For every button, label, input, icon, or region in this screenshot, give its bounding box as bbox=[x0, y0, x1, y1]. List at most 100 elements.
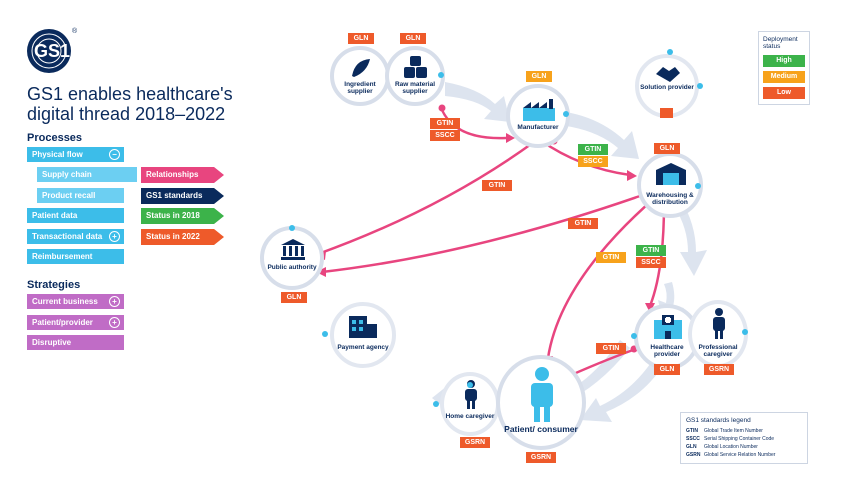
legend-desc: Global Trade Item Number bbox=[704, 428, 763, 434]
person-icon bbox=[465, 380, 477, 409]
solution-provider-node[interactable]: Solution provider bbox=[635, 54, 699, 118]
patient-provider-button[interactable]: Patient/provider + bbox=[27, 315, 124, 330]
legend-title: GS1 standards legend bbox=[686, 417, 751, 424]
solution-provider-label: Solution provider bbox=[640, 84, 694, 91]
key-status-2022: Status in 2022 bbox=[141, 229, 224, 245]
warehouse-gln-tag: GLN bbox=[654, 143, 680, 154]
patient-data-label: Patient data bbox=[32, 211, 78, 220]
home-caregiver-node[interactable]: Home caregiver bbox=[440, 372, 500, 436]
deployment-status-box: Deployment status High Medium Low bbox=[758, 31, 810, 105]
raw-material-supplier-node[interactable]: Raw material supplier bbox=[385, 46, 445, 106]
handshake-icon bbox=[656, 67, 680, 82]
payment-agency-label: Payment agency bbox=[337, 344, 389, 351]
professional-caregiver-node[interactable]: Professional caregiver bbox=[688, 300, 748, 368]
standards-legend: GS1 standards legend GTIN Global Trade It… bbox=[680, 412, 808, 464]
provider-gtin-tag: GTIN bbox=[636, 245, 666, 256]
status-medium: Medium bbox=[763, 71, 805, 83]
patient-gtin-tag: GTIN bbox=[596, 252, 626, 263]
status-high: High bbox=[763, 55, 805, 67]
patient-data-button[interactable]: Patient data bbox=[27, 208, 124, 223]
patient-provider-label: Patient/provider bbox=[32, 318, 93, 327]
plus-circle-icon[interactable]: + bbox=[109, 231, 120, 242]
manuf-gtin-tag: GTIN bbox=[578, 144, 608, 155]
supplier-sscc-tag: SSCC bbox=[430, 130, 460, 141]
home-gsrn-tag: GSRN bbox=[460, 437, 490, 448]
home-caregiver-label: Home caregiver bbox=[445, 413, 495, 420]
professional-caregiver-label: Professional caregiver bbox=[698, 344, 738, 358]
healthcare-provider-label: Healthcare provider bbox=[650, 344, 684, 358]
current-business-button[interactable]: Current business + bbox=[27, 294, 124, 309]
patient-person-icon bbox=[531, 367, 553, 422]
plus-circle-icon[interactable]: + bbox=[109, 296, 120, 307]
feather-icon bbox=[352, 59, 370, 77]
public-gtin-tag: GTIN bbox=[482, 180, 512, 191]
supply-chain-button[interactable]: Supply chain bbox=[37, 167, 137, 182]
provider-sscc-tag: SSCC bbox=[636, 257, 666, 268]
logo-text: GS1 bbox=[34, 41, 71, 61]
raw-material-supplier-label: Raw material supplier bbox=[394, 81, 436, 95]
legend-code: GLN bbox=[686, 444, 697, 450]
product-recall-label: Product recall bbox=[42, 191, 96, 200]
reimbursement-label: Reimbursement bbox=[32, 252, 93, 261]
minus-circle-icon[interactable]: − bbox=[109, 149, 120, 160]
legend-code: GTIN bbox=[686, 428, 698, 434]
status-low: Low bbox=[763, 87, 805, 99]
disruptive-button[interactable]: Disruptive bbox=[27, 335, 124, 350]
hospital-icon bbox=[654, 315, 682, 339]
rawmaterial-gln-tag: GLN bbox=[400, 33, 426, 44]
healthcare-patient-gtin-tag: GTIN bbox=[596, 343, 626, 354]
barrels-icon bbox=[404, 56, 427, 78]
plus-circle-icon[interactable]: + bbox=[109, 317, 120, 328]
factory-icon bbox=[523, 99, 555, 121]
legend-row: SSCC Serial Shipping Container Code bbox=[686, 435, 775, 443]
key-relationships: Relationships bbox=[141, 167, 224, 183]
key-gs1-standards: GS1 standards bbox=[141, 188, 224, 204]
ingredient-gln-tag: GLN bbox=[348, 33, 374, 44]
ingredient-supplier-node[interactable]: Ingredient supplier bbox=[330, 46, 390, 106]
strategies-heading: Strategies bbox=[27, 279, 81, 291]
deployment-title-line1: Deployment bbox=[763, 36, 798, 43]
patient-consumer-label: Patient/ consumer bbox=[504, 424, 578, 434]
legend-desc: Serial Shipping Container Code bbox=[704, 436, 775, 442]
patient-consumer-node[interactable]: Patient/ consumer bbox=[496, 355, 586, 450]
gs1-logo: GS1 ® bbox=[26, 28, 77, 74]
warehouse-public-gtin-tag: GTIN bbox=[568, 218, 598, 229]
legend-desc: Global Service Relation Number bbox=[704, 452, 776, 458]
legend-code: SSCC bbox=[686, 436, 700, 442]
transactional-data-button[interactable]: Transactional data + bbox=[27, 229, 124, 244]
legend-row: GTIN Global Trade Item Number bbox=[686, 427, 775, 435]
healthcare-gln-tag: GLN bbox=[654, 364, 680, 375]
key-status-2018: Status in 2018 bbox=[141, 208, 224, 224]
manufacturer-node[interactable]: Manufacturer bbox=[506, 84, 570, 148]
deployment-title-line2: status bbox=[763, 43, 781, 50]
page-title: GS1 enables healthcare's digital thread … bbox=[27, 84, 233, 124]
reimbursement-button[interactable]: Reimbursement bbox=[27, 249, 124, 264]
disruptive-label: Disruptive bbox=[32, 338, 72, 347]
office-building-icon bbox=[349, 316, 377, 338]
public-authority-label: Public authority bbox=[267, 264, 317, 271]
physical-flow-button[interactable]: Physical flow − bbox=[27, 147, 124, 162]
supply-chain-pointer bbox=[126, 167, 137, 181]
legend-code: GSRN bbox=[686, 452, 701, 458]
physical-flow-label: Physical flow bbox=[32, 150, 83, 159]
patient-gsrn-tag: GSRN bbox=[526, 452, 556, 463]
government-building-icon bbox=[281, 239, 305, 260]
transactional-data-label: Transactional data bbox=[32, 232, 103, 241]
logo-reg: ® bbox=[72, 28, 78, 35]
warehouse-icon bbox=[656, 163, 686, 185]
deployment-title: Deployment status bbox=[763, 36, 798, 50]
professional-gsrn-tag: GSRN bbox=[704, 364, 734, 375]
manuf-sscc-tag: SSCC bbox=[578, 156, 608, 167]
warehousing-node[interactable]: Warehousing & distribution bbox=[637, 152, 703, 218]
processes-heading: Processes bbox=[27, 132, 83, 144]
supply-chain-label: Supply chain bbox=[42, 170, 92, 179]
public-authority-node[interactable]: Public authority bbox=[260, 226, 324, 290]
manufacturer-gln-tag: GLN bbox=[526, 71, 552, 82]
payment-agency-node[interactable]: Payment agency bbox=[330, 302, 396, 368]
current-business-label: Current business bbox=[32, 297, 98, 306]
manufacturer-label: Manufacturer bbox=[517, 124, 559, 131]
warehousing-label: Warehousing & distribution bbox=[646, 192, 694, 206]
product-recall-button[interactable]: Product recall bbox=[37, 188, 124, 203]
